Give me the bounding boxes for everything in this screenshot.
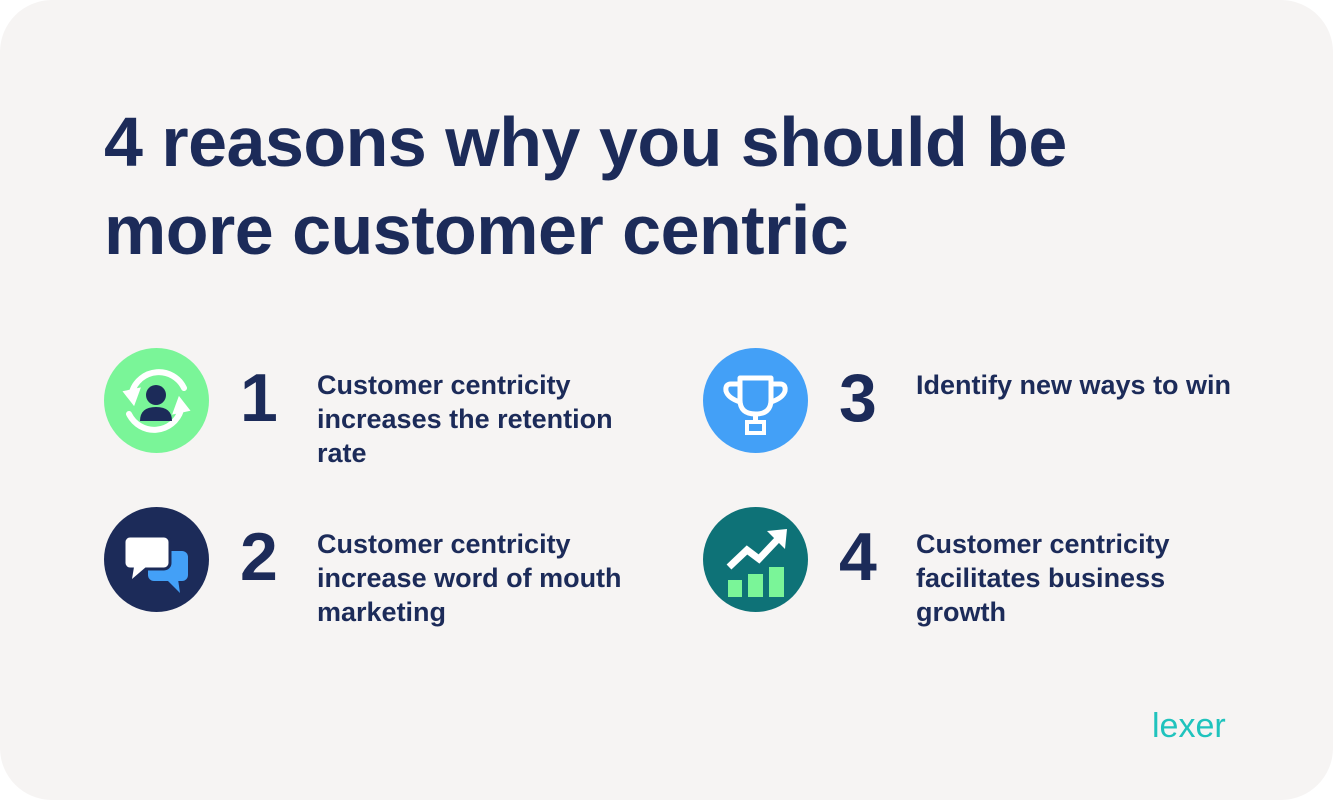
page-title: 4 reasons why you should be more custome… — [104, 103, 1067, 269]
chat-bubbles-icon — [104, 507, 209, 612]
reason-number: 3 — [839, 360, 877, 436]
trophy-icon — [703, 348, 808, 453]
retention-cycle-user-icon — [104, 348, 209, 453]
reason-text: Customer centricity facilitates business… — [916, 529, 1170, 627]
reason-number: 1 — [240, 360, 278, 436]
growth-chart-icon — [703, 507, 808, 612]
reason-number: 2 — [240, 519, 278, 595]
lexer-logo: lexer — [1152, 707, 1226, 745]
reason-number: 4 — [839, 519, 877, 595]
reason-text: Customer centricity increases the retent… — [317, 370, 613, 468]
reason-text: Customer centricity increase word of mou… — [317, 529, 622, 627]
reason-text: Identify new ways to win — [916, 370, 1232, 400]
